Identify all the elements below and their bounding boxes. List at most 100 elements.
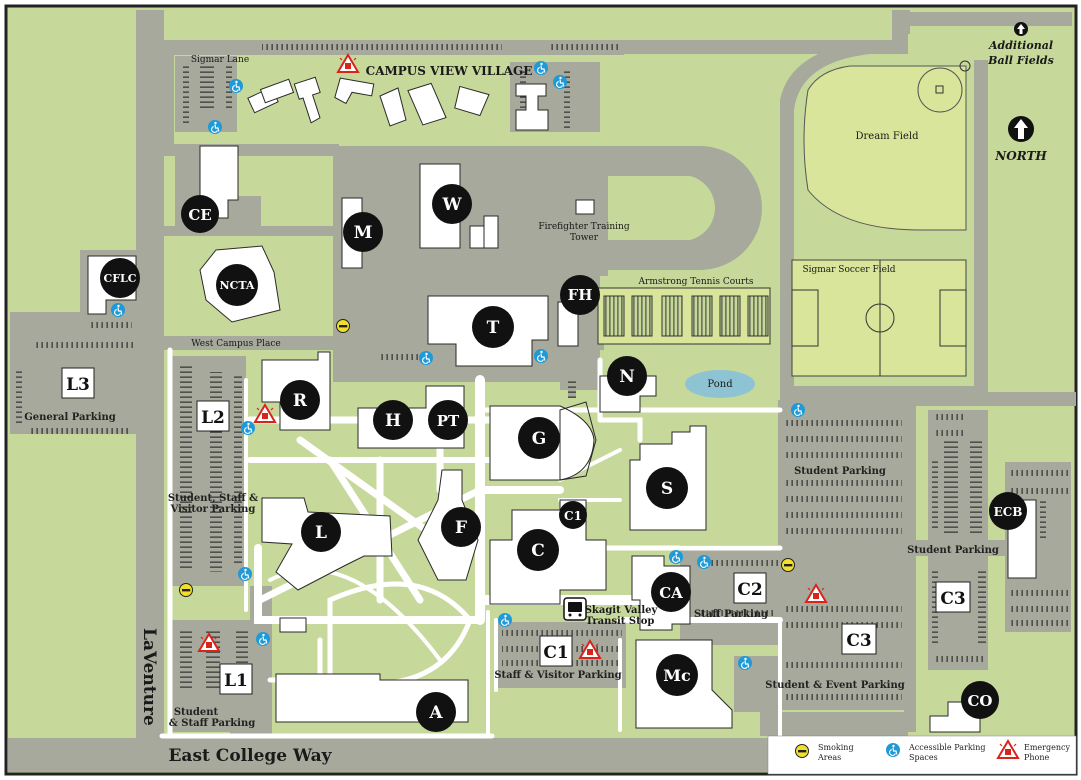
svg-text:H: H [385,411,401,431]
accessible-icon [207,119,223,135]
svg-text:W: W [441,195,462,215]
marker-c1-building: C1 [559,501,587,529]
place-labels: CAMPUS VIEW VILLAGE Sigmar Lane West Cam… [139,39,1054,766]
additional-fields-label-1: Additional [988,39,1053,52]
lot-l1-desc-1: Student [174,707,219,718]
east-college-way-label: East College Way [168,746,332,766]
marker-w: W [432,184,472,224]
lot-c3-a: C3 [841,623,877,655]
sigmar-lane-label: Sigmar Lane [191,55,249,65]
lot-l3: L3 [61,367,95,399]
svg-text:PT: PT [437,412,460,430]
marker-c: C [517,529,559,571]
svg-text:C3: C3 [846,631,871,651]
svg-text:M: M [354,223,373,243]
parking-stalls [16,44,1068,700]
legend-accessible-label-1: Accessible Parking [908,743,986,752]
north-arrow-icon [1008,116,1034,142]
accessible-icon [237,566,253,582]
marker-l: L [301,512,341,552]
laventure-label: LaVenture [139,628,159,726]
svg-text:T: T [487,318,500,338]
accessible-icon [497,612,513,628]
pond-label: Pond [707,379,733,390]
svg-text:Mc: Mc [663,666,691,685]
legend-accessible-icon [885,742,901,758]
bus-stop-icon [563,597,587,621]
lot-l2: L2 [196,400,230,432]
svg-text:R: R [293,391,308,411]
lot-l3-desc: General Parking [24,412,116,423]
lot-c3-b: C3 [935,581,971,613]
legend-smoking-label-2: Areas [817,753,841,762]
lot-c3-desc: Student & Event Parking [765,680,905,691]
marker-h: H [373,400,413,440]
accessible-icon [552,74,568,90]
dream-field-label: Dream Field [856,131,920,142]
svg-text:CO: CO [967,692,992,710]
campus-view-village-label: CAMPUS VIEW VILLAGE [366,64,533,78]
svg-text:L: L [315,523,327,543]
svg-text:C2: C2 [737,580,762,600]
svg-text:A: A [428,703,443,723]
marker-r: R [280,380,320,420]
svg-text:ECB: ECB [994,505,1023,519]
svg-text:C1: C1 [564,509,582,523]
marker-n: N [607,356,647,396]
legend-smoking-icon [795,744,809,758]
marker-ce: CE [181,195,219,233]
marker-mc: Mc [656,654,698,696]
student-parking-label-2: Student Parking [907,545,999,556]
accessible-icon [533,60,549,76]
lot-c1: C1 [539,635,573,667]
lot-l1-desc-2: & Staff Parking [169,718,256,729]
accessible-icon [228,78,244,94]
marker-pt: PT [428,400,468,440]
marker-f: F [441,507,481,547]
svg-text:S: S [661,479,673,499]
marker-cflc: CFLC [100,258,140,298]
additional-fields-arrow-icon [1014,22,1028,36]
lot-c2-desc: Staff Parking [694,609,768,620]
svg-text:C3: C3 [940,589,965,609]
marker-g: G [518,417,560,459]
svg-text:F: F [455,518,467,538]
north-label: NORTH [994,149,1047,163]
legend-accessible-label-2: Spaces [909,753,938,762]
accessible-icon [668,549,684,565]
svg-text:N: N [619,367,635,387]
lot-c1-desc: Staff & Visitor Parking [494,670,621,681]
lot-l1: L1 [219,663,253,695]
svg-text:L2: L2 [201,408,225,428]
lot-l2-desc-1: Student, Staff & [168,493,258,504]
marker-m: M [343,212,383,252]
smoking-area-icon [179,583,193,597]
accessible-icon [533,348,549,364]
transit-stop-label-2: Transit Stop [586,616,655,627]
marker-fh: FH [560,275,600,315]
lot-c2: C2 [733,572,767,604]
smoking-area-icon [336,319,350,333]
accessible-icon [240,420,256,436]
west-campus-place-label: West Campus Place [191,339,280,349]
svg-text:FH: FH [568,286,593,304]
svg-text:C: C [531,541,545,561]
marker-a: A [416,692,456,732]
svg-text:G: G [532,429,547,449]
marker-ncta: NCTA [216,264,258,306]
building-markers: CE CFLC NCTA M W FH T N R H PT G S L F C… [100,184,1027,732]
firefighter-tower-label-2: Tower [570,233,599,243]
accessible-icon [110,302,126,318]
lot-l2-desc-2: Visitor Parking [170,504,256,515]
smoking-area-icon [781,558,795,572]
parking-labels: L3 General Parking L2 Student, Staff & V… [24,367,999,729]
student-parking-label-1: Student Parking [794,466,886,477]
accessible-icon [418,350,434,366]
tennis-courts-label: Armstrong Tennis Courts [638,277,754,287]
accessible-icon [696,554,712,570]
accessible-icon [737,655,753,671]
legend-smoking-label-1: Smoking [818,743,854,752]
transit-stop-label-1: Skagit Valley [585,605,659,616]
marker-ca: CA [651,572,691,612]
svg-text:CA: CA [659,584,683,602]
